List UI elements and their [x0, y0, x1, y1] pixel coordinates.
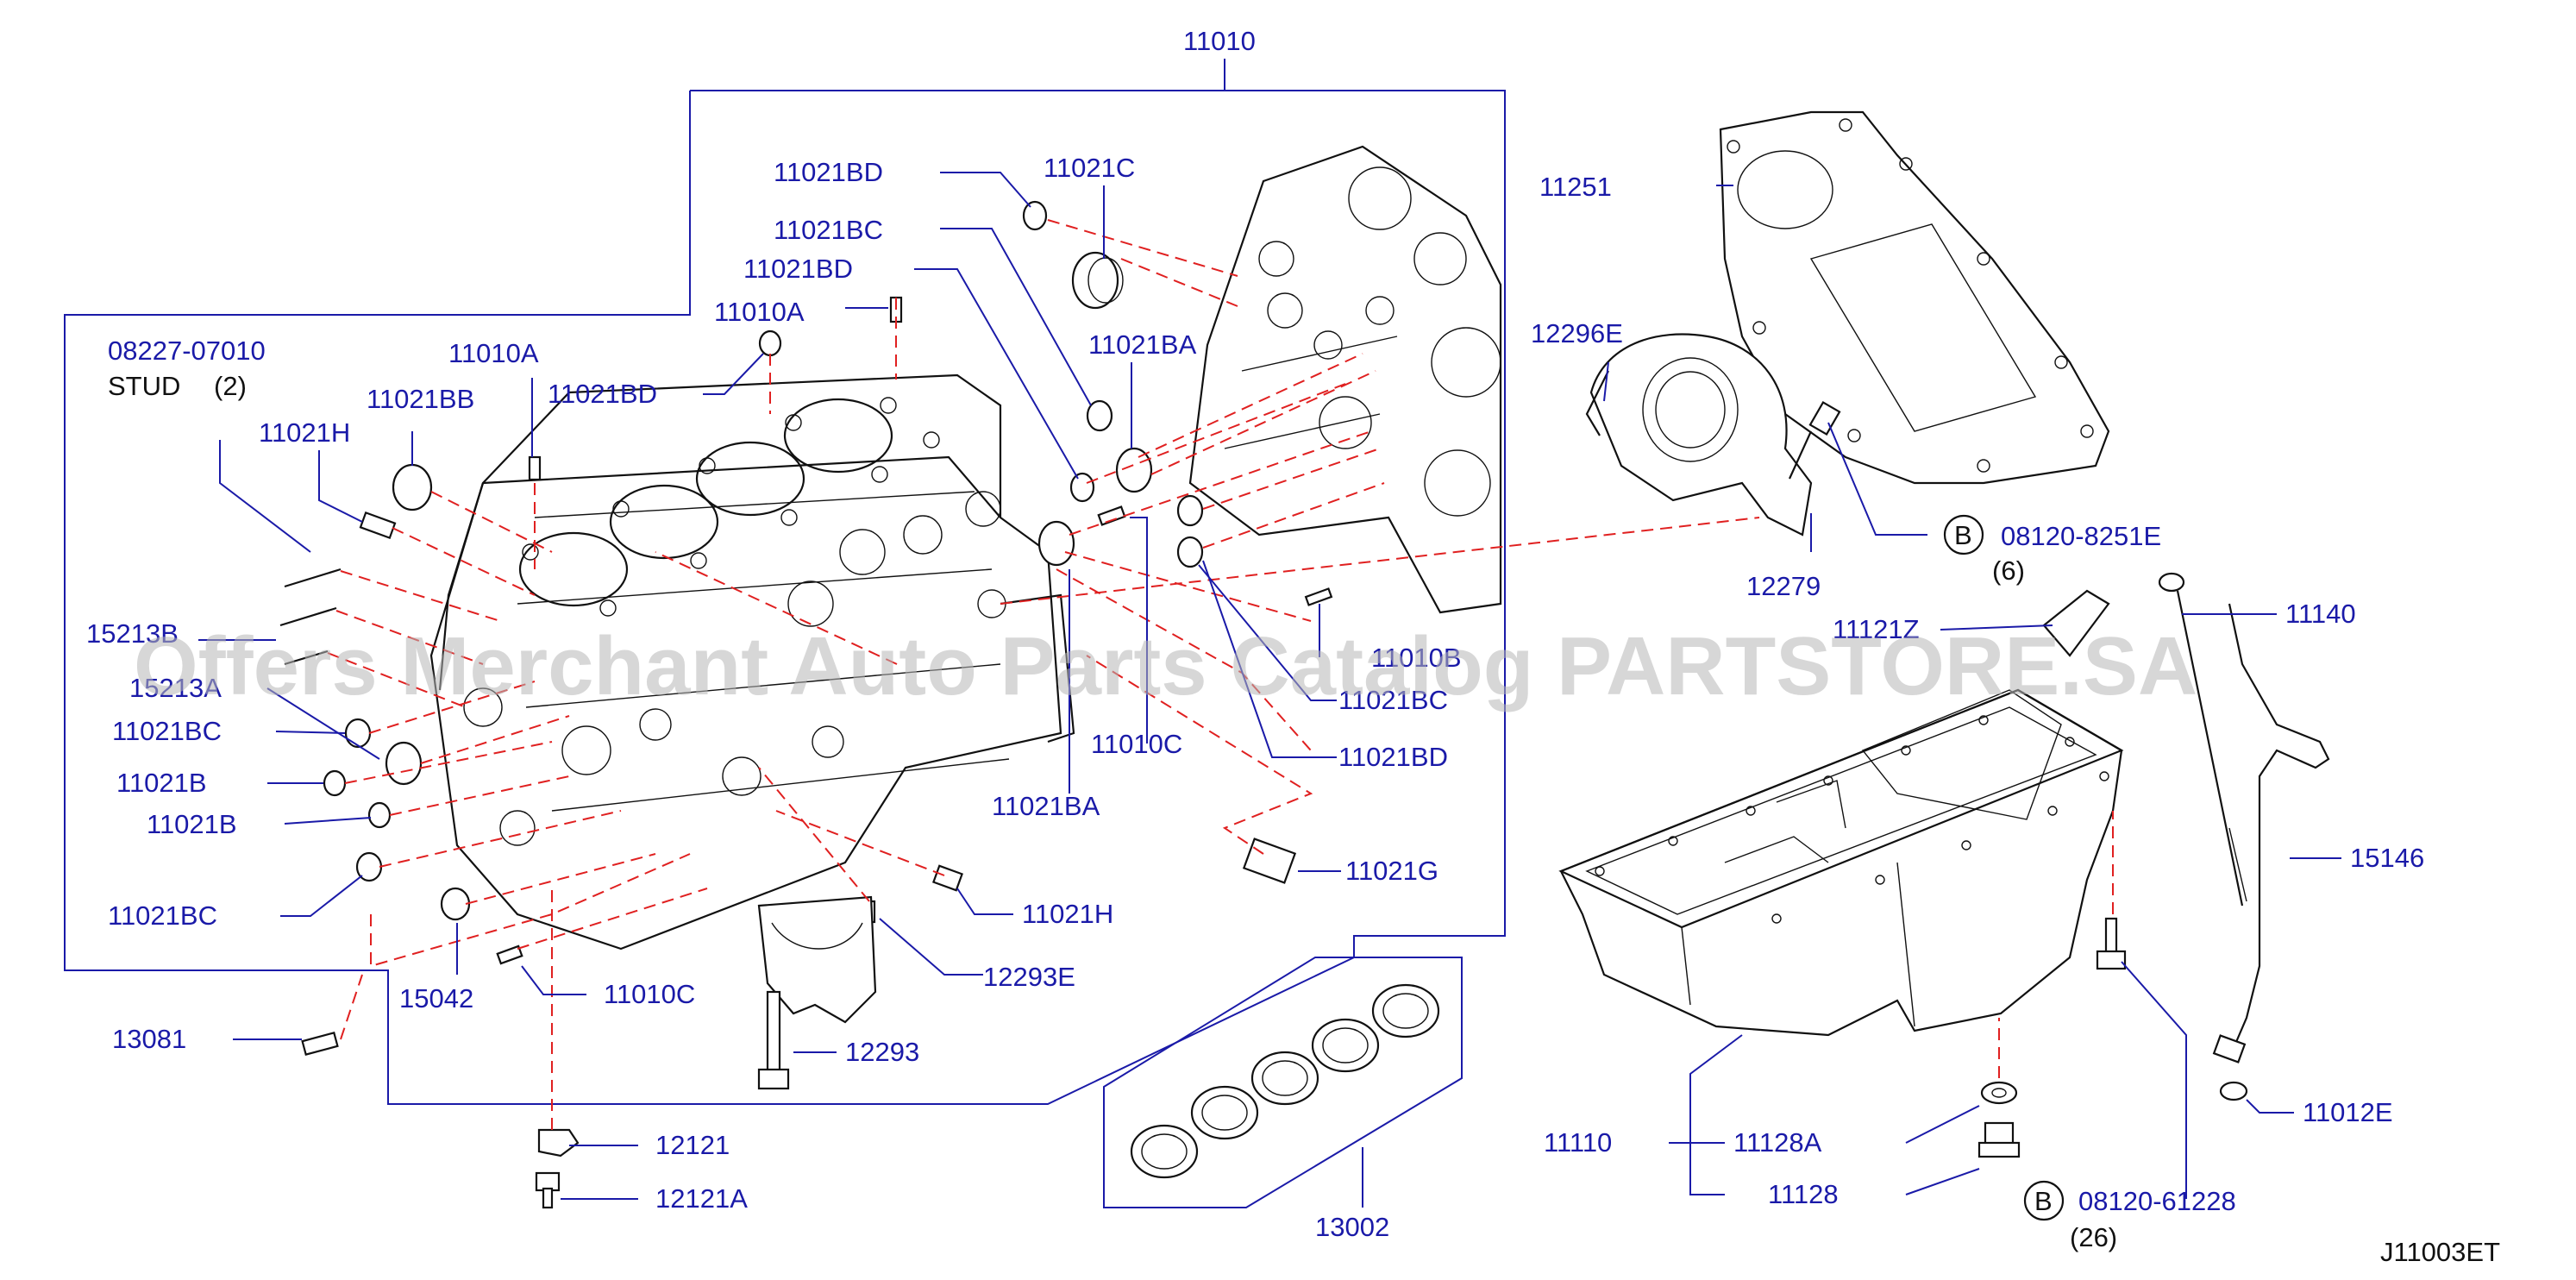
label-11010C-a[interactable]: 11010C [1091, 729, 1182, 759]
label-11021BC-a[interactable]: 11021BC [774, 215, 883, 245]
label-11021H-b[interactable]: 11021H [1022, 899, 1113, 929]
label-15042[interactable]: 15042 [399, 983, 473, 1013]
block-rear-view-drawing [1188, 145, 1502, 614]
oil-pan-11110 [1558, 589, 2127, 1158]
group-box-11010 [64, 90, 1506, 1105]
label-bolt-b2-qty: (26) [2070, 1222, 2117, 1252]
label-11021BB[interactable]: 11021BB [367, 384, 474, 414]
assembly-lines [327, 219, 2114, 1130]
label-11128[interactable]: 11128 [1768, 1179, 1839, 1209]
label-11021B-a[interactable]: 11021B [116, 768, 207, 798]
label-08120-61228[interactable]: 08120-61228 [2078, 1186, 2236, 1216]
label-11021BA-a[interactable]: 11021BA [1088, 329, 1197, 360]
cylinder-block-drawing [429, 373, 1075, 951]
label-11010B[interactable]: 11010B [1371, 643, 1462, 673]
label-11010[interactable]: 11010 [1183, 26, 1256, 56]
label-11021BC-b[interactable]: 11021BC [112, 716, 222, 746]
label-11021B-b[interactable]: 11021B [147, 809, 237, 839]
diagram-code: J11003ET [2380, 1237, 2500, 1267]
label-11140[interactable]: 11140 [2285, 599, 2356, 629]
label-11021C[interactable]: 11021C [1044, 153, 1135, 183]
seal-retainer [1585, 333, 1841, 536]
label-13002[interactable]: 13002 [1315, 1212, 1389, 1242]
label-12296E[interactable]: 12296E [1531, 318, 1623, 348]
label-11021BD-b[interactable]: 11021BD [743, 254, 853, 284]
label-stud: STUD [108, 371, 180, 401]
label-11121Z[interactable]: 11121Z [1833, 614, 1920, 644]
label-11021BC-d[interactable]: 11021BC [1338, 685, 1448, 715]
label-11021G[interactable]: 11021G [1345, 856, 1438, 886]
label-13081[interactable]: 13081 [112, 1024, 186, 1054]
label-11251[interactable]: 11251 [1539, 172, 1612, 202]
label-11010C-b[interactable]: 11010C [604, 979, 695, 1009]
label-11021BC-c[interactable]: 11021BC [108, 900, 217, 931]
label-12293E[interactable]: 12293E [983, 962, 1075, 992]
label-bolt-b1-letter: B [1954, 520, 1972, 550]
watermark: Offers Merchant Auto Parts Catalog PARTS… [134, 620, 2197, 712]
label-11021BD-d[interactable]: 11021BD [1338, 742, 1448, 772]
label-12121[interactable]: 12121 [655, 1130, 730, 1160]
label-11010A-b[interactable]: 11010A [448, 338, 539, 368]
label-bolt-b1-qty: (6) [1992, 555, 2025, 586]
label-11021BA-b[interactable]: 11021BA [992, 791, 1100, 821]
label-15213B[interactable]: 15213B [86, 618, 179, 649]
label-bolt-b2-letter: B [2034, 1186, 2053, 1216]
label-12293[interactable]: 12293 [845, 1037, 919, 1067]
label-11021BD-a[interactable]: 11021BD [774, 157, 883, 187]
label-12121A[interactable]: 12121A [655, 1183, 748, 1214]
label-11010A-a[interactable]: 11010A [714, 297, 805, 327]
label-12279[interactable]: 12279 [1746, 571, 1821, 601]
part-labels: 11010 11021BD 11021C 11021BC 11021BD 110… [86, 26, 2500, 1267]
label-stud-qty: (2) [214, 371, 247, 401]
label-08120-8251E[interactable]: 08120-8251E [2001, 521, 2161, 551]
label-11021H-a[interactable]: 11021H [259, 417, 350, 448]
label-15213A[interactable]: 15213A [129, 673, 222, 703]
leader-lines [198, 172, 2341, 1200]
label-11128A[interactable]: 11128A [1733, 1127, 1822, 1158]
small-parts-block-group [279, 200, 1333, 1209]
bolt-marker-b-icon [1943, 514, 1984, 555]
label-11110[interactable]: 11110 [1544, 1127, 1612, 1158]
label-15146[interactable]: 15146 [2350, 843, 2424, 873]
label-08227-07010[interactable]: 08227-07010 [108, 336, 266, 366]
bolt-marker-b-icon [2023, 1180, 2065, 1221]
label-11012E[interactable]: 11012E [2303, 1097, 2393, 1127]
label-11021BD-c[interactable]: 11021BD [548, 379, 657, 409]
dipstick-and-guide [2158, 572, 2330, 1101]
bearing-set-13002 [1103, 957, 1463, 1208]
